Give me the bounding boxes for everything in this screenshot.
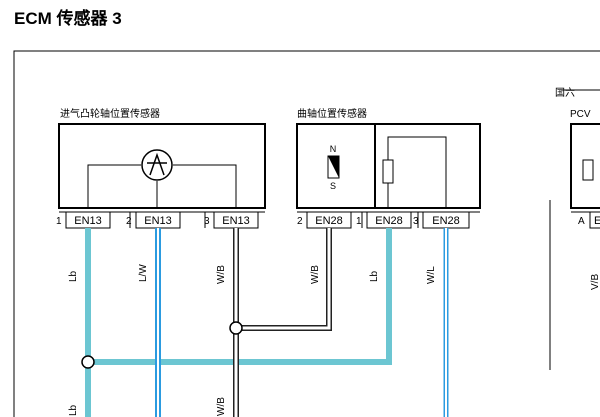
wire-label-crank-pin1: Lb: [369, 270, 380, 282]
pcv-connector-partial: E: [594, 215, 600, 227]
cam-pin2-number: 2: [126, 216, 132, 227]
hall-sensor-icon-legs: [149, 152, 165, 176]
wire-label-cam-pin2: L/W: [138, 264, 149, 282]
cam-pin3-number: 3: [204, 216, 210, 227]
pcv-solenoid-icon: [582, 159, 594, 181]
pcv-pin-box: [589, 211, 600, 229]
pcv-wire-label: V/B: [590, 274, 600, 290]
crank-sensor-label: 曲轴位置传感器: [297, 107, 367, 120]
splice-point-lb: [81, 355, 95, 369]
crank-pin3-connector: EN28: [432, 215, 460, 227]
crank-pin1-connector: EN28: [375, 215, 403, 227]
crank-pin3-number: 3: [413, 216, 419, 227]
splice-point-wb: [229, 321, 243, 335]
wire-label-lower-wb: W/B: [216, 397, 227, 416]
cam-internal-line-3: [173, 164, 237, 208]
cam-pin1-connector: EN13: [74, 215, 102, 227]
pcv-region-label: 国六: [555, 87, 575, 99]
wire-label-crank-pin3: W/L: [426, 266, 437, 284]
diagram-frame: [13, 50, 600, 417]
magnet-icon-fill: [328, 156, 339, 178]
pcv-label: PCV: [570, 109, 591, 120]
cam-pin3-connector: EN13: [222, 215, 250, 227]
magnet-south-label: S: [330, 181, 336, 191]
wire-lb-bridge: [88, 228, 392, 365]
crank-pin2-connector: EN28: [315, 215, 343, 227]
wire-label-crank-pin2: W/B: [310, 265, 321, 284]
wire-label-cam-pin3: W/B: [216, 265, 227, 284]
pcv-pin-number: A: [578, 216, 585, 227]
cam-pin2-connector: EN13: [144, 215, 172, 227]
crank-pin1-number: 1: [356, 216, 362, 227]
wire-label-cam-pin1: Lb: [68, 270, 79, 282]
page-title: ECM 传感器 3: [14, 9, 122, 28]
wire-label-lower-lb: Lb: [68, 404, 79, 416]
coil-resistor-icon: [382, 159, 394, 184]
wire-wb-crank-inner: [236, 228, 331, 330]
magnet-north-label: N: [330, 144, 337, 154]
crank-pin2-number: 2: [297, 216, 303, 227]
hall-sensor-icon: [141, 149, 173, 181]
cam-pin1-number: 1: [56, 216, 62, 227]
cam-sensor-label: 进气凸轮轴位置传感器: [60, 107, 160, 120]
cam-internal-line-1: [87, 164, 141, 208]
